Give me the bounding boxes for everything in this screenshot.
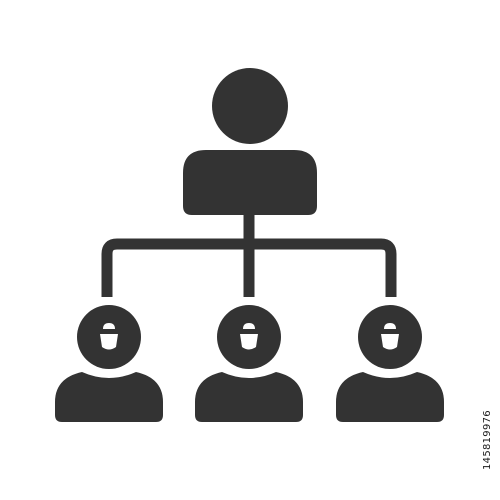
left-person-body bbox=[55, 372, 163, 422]
subordinate-person-icon-right bbox=[336, 305, 444, 422]
subordinate-person-icon-left bbox=[55, 305, 163, 422]
subordinate-person-icon-center bbox=[195, 305, 303, 422]
hierarchy-connector-lines bbox=[101, 212, 397, 297]
top-person-head bbox=[212, 68, 288, 144]
right-person-face-icon bbox=[381, 323, 399, 350]
top-person-body bbox=[183, 150, 317, 215]
center-person-face-icon bbox=[240, 323, 258, 350]
right-person-body bbox=[336, 372, 444, 422]
top-manager-person-icon bbox=[183, 68, 317, 215]
stock-image-id-text: 145819976 bbox=[482, 410, 493, 470]
branch-line bbox=[101, 238, 397, 297]
center-person-body bbox=[195, 372, 303, 422]
left-person-face-icon bbox=[100, 323, 118, 350]
